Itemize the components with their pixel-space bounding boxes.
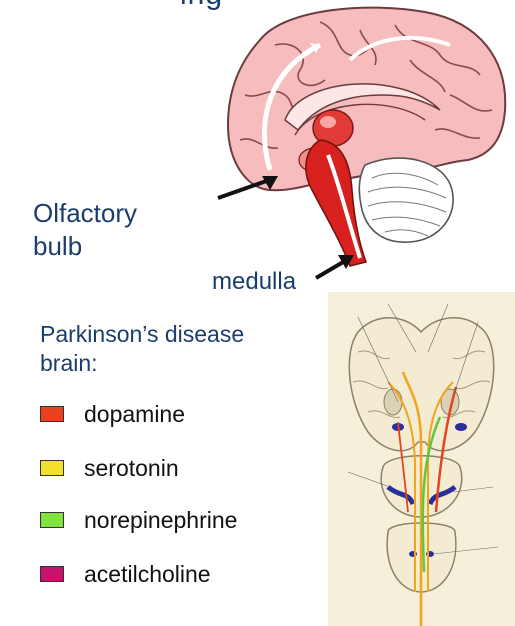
legend-heading: Parkinson’s disease brain: — [40, 320, 290, 378]
legend-item-acetilcholine: acetilcholine — [40, 559, 211, 589]
serotonin-swatch — [40, 460, 64, 476]
legend-item-dopamine: dopamine — [40, 399, 185, 429]
legend-item-serotonin: serotonin — [40, 453, 179, 483]
olfactory-bulb-label: Olfactory bulb — [33, 197, 183, 263]
cerebellum — [359, 158, 453, 242]
acetilcholine-swatch — [40, 566, 64, 582]
dopamine-swatch — [40, 406, 64, 422]
coronal-pathway-diagram — [328, 292, 515, 626]
legend-label: acetilcholine — [84, 561, 211, 588]
norepinephrine-swatch — [40, 512, 64, 528]
legend-label: serotonin — [84, 455, 179, 482]
legend-label: norepinephrine — [84, 507, 237, 534]
brain-sagittal-illustration — [200, 0, 515, 300]
medulla-label: medulla — [212, 268, 296, 296]
legend-label: dopamine — [84, 401, 185, 428]
legend-item-norepinephrine: norepinephrine — [40, 505, 237, 535]
